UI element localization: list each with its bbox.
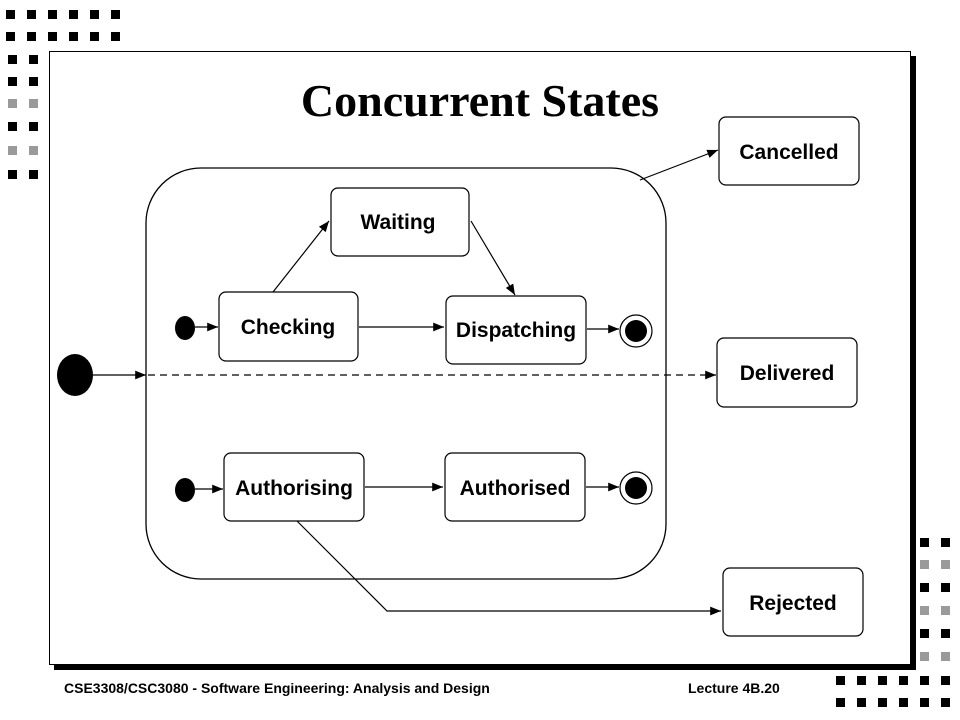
pattern-square [27,10,36,19]
pattern-square [8,55,17,64]
state-authorising: Authorising [223,452,365,522]
pattern-square [920,676,929,685]
pattern-square [48,32,57,41]
transition-composite-to-cancelled [639,149,719,181]
footer-course: CSE3308/CSC3080 - Software Engineering: … [64,680,490,696]
state-cancelled: Cancelled [718,116,860,186]
pattern-square [878,676,887,685]
pattern-square [111,32,120,41]
state-waiting: Waiting [330,187,470,257]
pattern-square [878,698,887,707]
page-title: Concurrent States [300,75,660,126]
pattern-square [90,32,99,41]
pattern-square [111,10,120,19]
state-authorised-label: Authorised [460,477,571,500]
pattern-square [836,698,845,707]
pattern-square [29,146,38,155]
pattern-square [29,122,38,131]
transition-checking-to-waiting [272,220,330,293]
initial-state-lower [175,478,195,502]
pattern-square [941,676,950,685]
pattern-square [48,10,57,19]
state-authorised: Authorised [444,452,586,522]
state-checking: Checking [218,291,359,362]
pattern-square [920,583,929,592]
composite-state [145,167,667,580]
pattern-square [920,698,929,707]
pattern-square [8,99,17,108]
pattern-square [941,629,950,638]
pattern-square [941,560,950,569]
pattern-square [899,676,908,685]
pattern-square [857,698,866,707]
transition-authorising-to-rejected [296,520,721,616]
pattern-square [69,10,78,19]
pattern-square [29,170,38,179]
pattern-square [29,55,38,64]
pattern-square [920,629,929,638]
pattern-square [69,32,78,41]
pattern-square [8,122,17,131]
pattern-square [941,606,950,615]
state-dispatching: Dispatching [445,295,587,365]
state-authorising-label: Authorising [235,477,353,500]
footer-lecture: Lecture 4B.20 [688,680,780,696]
state-waiting-label: Waiting [360,211,435,234]
pattern-square [8,170,17,179]
final-state-upper [619,314,653,348]
state-cancelled-label: Cancelled [739,141,838,164]
pattern-square [27,32,36,41]
pattern-square [6,10,15,19]
state-rejected-label: Rejected [749,592,837,615]
pattern-square [941,698,950,707]
pattern-square [836,676,845,685]
transition-waiting-to-dispatching [470,220,516,296]
pattern-square [941,652,950,661]
pattern-square [90,10,99,19]
pattern-square [8,77,17,86]
pattern-square [899,698,908,707]
pattern-square [941,538,950,547]
pattern-square [8,146,17,155]
initial-state-main [57,354,93,396]
pattern-square [920,652,929,661]
state-delivered: Delivered [716,337,858,408]
final-state-lower [619,471,653,505]
pattern-square [941,583,950,592]
pattern-square [857,676,866,685]
pattern-square [920,538,929,547]
state-rejected: Rejected [722,567,864,637]
pattern-square [29,77,38,86]
state-checking-label: Checking [241,316,336,339]
pattern-square [920,606,929,615]
pattern-square [920,560,929,569]
initial-state-upper [175,316,195,340]
state-dispatching-label: Dispatching [456,319,576,342]
pattern-square [29,99,38,108]
pattern-square [6,32,15,41]
state-delivered-label: Delivered [740,362,835,385]
